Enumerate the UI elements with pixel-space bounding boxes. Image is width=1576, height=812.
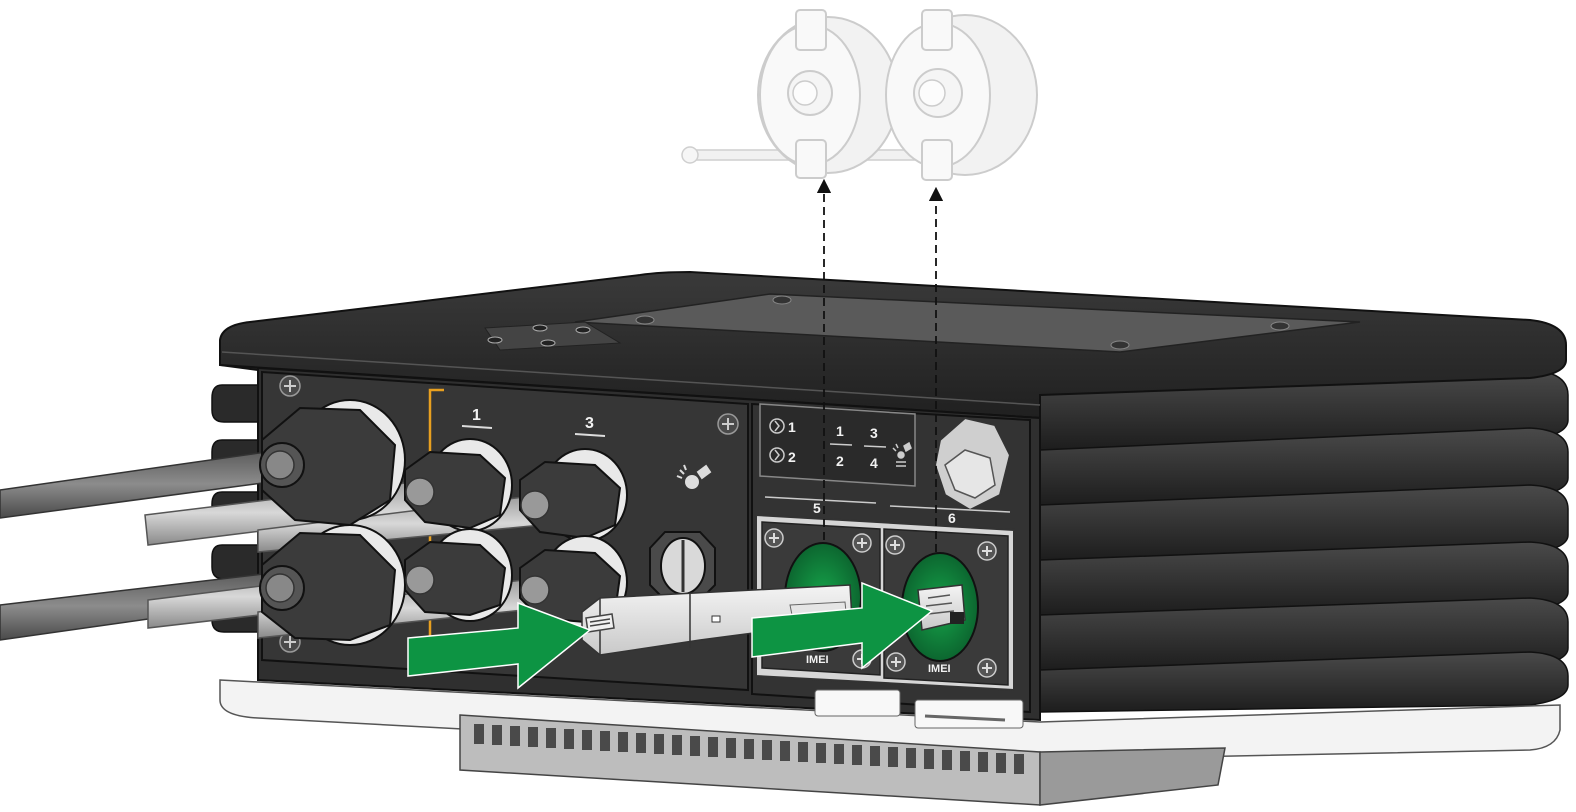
screw-icon	[717, 413, 739, 435]
insertion-arrow-left	[407, 601, 592, 690]
fraction-2-denominator: 4	[870, 455, 878, 471]
screw-icon	[852, 533, 872, 553]
power-led-icon	[769, 418, 785, 434]
cable-gland-mid-bottom	[404, 528, 513, 622]
sfp-port-labels: 5 6	[764, 496, 1011, 526]
dust-cap-right	[885, 9, 1038, 181]
dust-cap-removal-arrows	[816, 178, 944, 552]
vent-plug	[649, 531, 716, 601]
sfp-port-5-label: 5	[813, 500, 821, 516]
imei-right-label: IMEI	[928, 663, 951, 675]
screw-icon	[885, 535, 905, 555]
screw-icon	[977, 658, 997, 678]
fraction-1-denominator: 2	[836, 453, 844, 469]
fiber-optic-icon	[892, 441, 912, 467]
fraction-2-numerator: 3	[870, 425, 878, 441]
port-group-b-label: 3	[585, 415, 594, 432]
sfp-port-6: IMEI	[883, 528, 1009, 686]
sfp-connector-latch	[585, 613, 615, 633]
fiber-optic-icon	[676, 464, 712, 489]
cable-glands	[259, 399, 716, 646]
power-led-icon	[769, 447, 785, 463]
port-group-labels: 1 3	[461, 407, 606, 437]
dust-cap-assembly	[681, 9, 1038, 181]
top-label-plate	[574, 293, 1361, 353]
imei-left-label: IMEI	[806, 654, 829, 666]
screw-icon	[279, 375, 301, 397]
screw-icon	[886, 652, 906, 672]
led-1-label: 1	[788, 419, 796, 435]
insertion-arrows	[407, 581, 934, 690]
cable-gland-mid-top	[404, 438, 513, 532]
dust-cap-left	[757, 9, 899, 179]
screw-icon	[764, 528, 784, 548]
ground-bolt	[933, 416, 1012, 512]
cable-gland-right-top	[519, 448, 628, 542]
fraction-1-numerator: 1	[836, 423, 844, 439]
port-group-a-label: 1	[472, 407, 481, 424]
bottom-label-left	[814, 689, 901, 717]
bottom-label-right	[914, 699, 1024, 729]
led-2-label: 2	[788, 449, 796, 465]
heatsink-fins	[1039, 369, 1569, 713]
sfp-module-inserted	[917, 584, 966, 631]
led-indicator-plate: 1 2 1 2 3 4	[759, 403, 916, 487]
device-base	[219, 679, 1561, 806]
cable-gland-large-bottom	[259, 524, 406, 646]
cable-gland-large-top	[259, 399, 406, 527]
insertion-arrow-right	[751, 581, 934, 670]
vent-slots	[474, 724, 1024, 774]
sfp-port-6-label: 6	[948, 510, 956, 526]
device-top-cover	[219, 270, 1567, 420]
screw-icon	[977, 541, 997, 561]
